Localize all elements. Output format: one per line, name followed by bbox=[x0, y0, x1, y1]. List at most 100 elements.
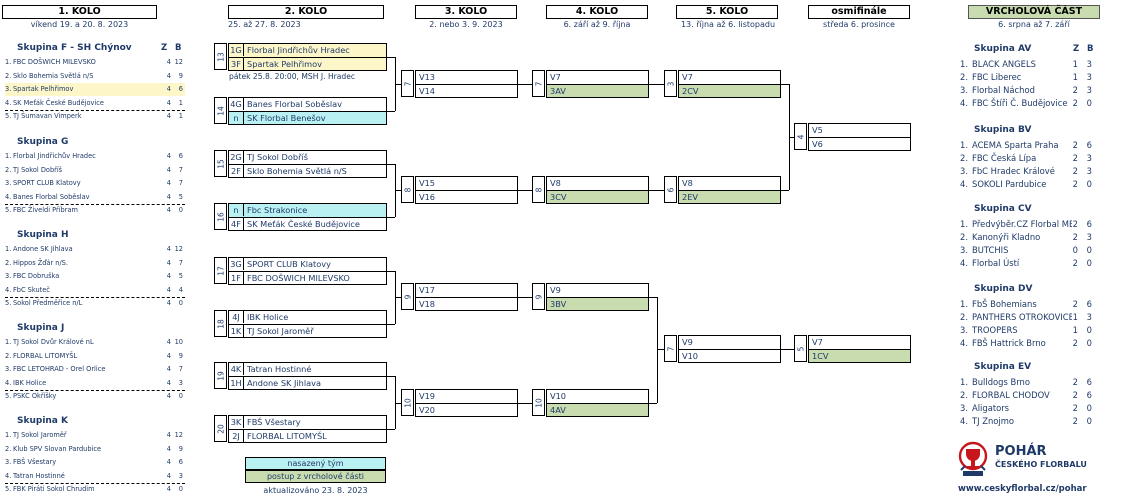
group-cutoff-line bbox=[5, 296, 185, 298]
row-games: 2 bbox=[1072, 140, 1078, 150]
row-points: 4 bbox=[178, 285, 183, 294]
group-cutoff-line bbox=[5, 482, 185, 484]
row-points: 5 bbox=[178, 192, 183, 201]
match-number-label: 13 bbox=[216, 51, 225, 62]
row-rank: 3. bbox=[960, 166, 968, 176]
row-points: 3 bbox=[1086, 59, 1092, 69]
match-number: 10 bbox=[401, 389, 414, 416]
team-name: Fbc Strakonice bbox=[247, 205, 308, 215]
team-name: V9 bbox=[682, 337, 693, 347]
row-team: Bulldogs Brno bbox=[972, 377, 1030, 387]
match-team-row: V8 bbox=[547, 177, 648, 190]
row-games: 2 bbox=[1072, 258, 1078, 268]
team-name: V7 bbox=[682, 72, 693, 82]
row-points: 6 bbox=[1086, 377, 1092, 387]
row-rank: 2. bbox=[5, 258, 12, 267]
row-team: Kanonýři Kladno bbox=[972, 232, 1041, 242]
row-games: 4 bbox=[166, 206, 171, 214]
row-points: 0 bbox=[1086, 98, 1092, 108]
cup-logo: POHÁR ČESKÉHO FLORBALU bbox=[955, 440, 1105, 480]
match-team-row: V10 bbox=[547, 390, 648, 403]
row-team: TROOPERS bbox=[972, 325, 1018, 335]
match-number: 17 bbox=[214, 257, 227, 284]
match-number-label: 17 bbox=[216, 265, 225, 276]
row-games: 2 bbox=[1072, 98, 1078, 108]
match-number-label: 9 bbox=[534, 294, 543, 299]
row-games: 4 bbox=[166, 338, 171, 346]
row-rank: 4. bbox=[960, 338, 968, 348]
match-team-row: V15 bbox=[416, 177, 517, 190]
team-name: TJ Sokol Jaroměř bbox=[247, 326, 314, 336]
row-rank: 5. bbox=[5, 485, 12, 493]
match-13-note: pátek 25.8. 20:00, MSH J. Hradec bbox=[229, 72, 356, 81]
team-name: 1CV bbox=[812, 351, 829, 361]
row-points: 9 bbox=[178, 444, 183, 453]
row-team: FBC Liberec bbox=[972, 72, 1022, 82]
row-points: 9 bbox=[178, 71, 183, 80]
row-rank: 3. bbox=[960, 85, 968, 95]
match-team-row: 1CV bbox=[809, 349, 910, 362]
match-team-row: V7 bbox=[679, 71, 780, 84]
connector-line bbox=[387, 217, 395, 218]
legend-seeded: nasazený tým bbox=[245, 457, 386, 470]
match-number-label: 10 bbox=[534, 397, 543, 408]
row-team: Andone SK Jihlava bbox=[13, 245, 73, 253]
match-team-row: V6 bbox=[809, 137, 910, 150]
row-team: IBK Holice bbox=[13, 378, 47, 387]
group-name: Skupina DV bbox=[974, 284, 1033, 294]
row-games: 4 bbox=[166, 299, 171, 307]
row-games: 4 bbox=[166, 365, 171, 373]
match-number: 8 bbox=[532, 176, 545, 203]
row-rank: 4. bbox=[5, 98, 12, 107]
group-name: Skupina K bbox=[17, 416, 68, 426]
connector-line bbox=[387, 429, 395, 430]
row-team: TJ Sokol Dvůr Králové nL bbox=[13, 338, 94, 346]
row-points: 6 bbox=[178, 85, 183, 93]
match-number-label: 7 bbox=[534, 81, 543, 86]
row-team: FBC Štíři Č. Budějovice bbox=[972, 98, 1068, 108]
team-name: Tatran Hostinné bbox=[247, 364, 312, 374]
row-games: 2 bbox=[1072, 166, 1078, 176]
website-link[interactable]: www.ceskyflorbal.cz/pohar bbox=[958, 484, 1087, 494]
connector-line bbox=[649, 403, 657, 404]
team-name: IBK Holice bbox=[247, 312, 289, 322]
row-games: 2 bbox=[1072, 179, 1078, 189]
match-team-row: 3CV bbox=[547, 190, 648, 203]
row-games: 4 bbox=[166, 112, 171, 120]
match-number: 7 bbox=[532, 70, 545, 97]
seed-label: 1G bbox=[229, 44, 244, 56]
row-games: 2 bbox=[1072, 299, 1078, 309]
match-team-row: V17 bbox=[416, 284, 517, 297]
row-games: 4 bbox=[166, 98, 171, 107]
row-team: Spartak Pelhřimov bbox=[13, 85, 74, 93]
connector-line bbox=[789, 137, 794, 138]
row-team: Florbal Jindřichův Hradec bbox=[13, 152, 96, 160]
row-games: 1 bbox=[1072, 325, 1078, 335]
match-number-label: 7 bbox=[666, 346, 675, 351]
row-points: 3 bbox=[178, 378, 183, 387]
team-name: V17 bbox=[419, 285, 436, 295]
round-2-date: 25. až 27. 8. 2023 bbox=[228, 20, 301, 29]
row-points: 0 bbox=[178, 392, 183, 400]
group-name: Skupina BV bbox=[974, 125, 1032, 135]
row-team: FBC Dobruška bbox=[13, 272, 60, 280]
team-name: V10 bbox=[550, 391, 567, 401]
match-number: 9 bbox=[532, 283, 545, 310]
round-5-header: 5. KOLO bbox=[676, 5, 778, 19]
match-team-row: 2CV bbox=[679, 84, 780, 97]
